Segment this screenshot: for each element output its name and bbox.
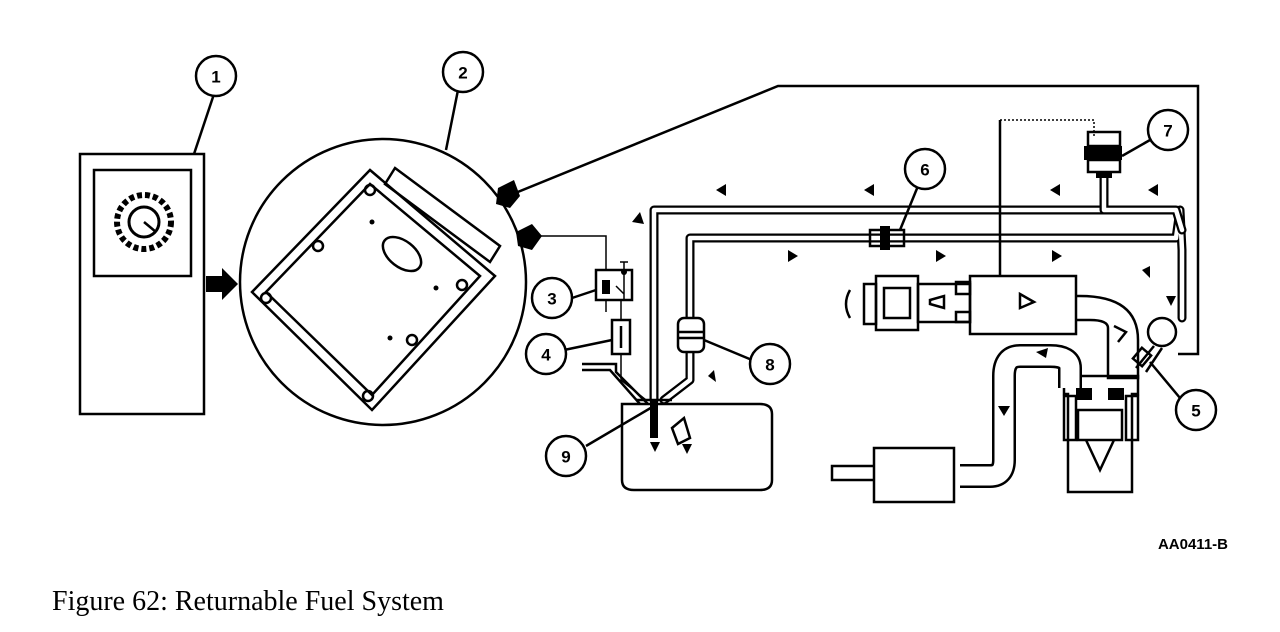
callout-6: 6 [898, 147, 947, 231]
svg-text:4: 4 [541, 346, 551, 365]
exhaust-pipe [960, 344, 1082, 488]
engine-cylinder [1062, 374, 1140, 494]
fuel-pump-relay [594, 261, 634, 312]
control-module-box [78, 152, 206, 416]
callout-5: 5 [1149, 361, 1218, 432]
fuel-injector [1131, 316, 1178, 373]
callout-1: 1 [192, 54, 238, 155]
svg-text:8: 8 [765, 356, 774, 375]
svg-text:2: 2 [458, 64, 467, 83]
svg-text:7: 7 [1163, 122, 1172, 141]
fuel-filter [676, 316, 706, 354]
arrow-sensor-input-1 [496, 180, 520, 208]
callout-8: 8 [703, 338, 792, 386]
regulator-return-line [1099, 171, 1187, 235]
svg-text:5: 5 [1191, 402, 1200, 421]
flow-arrows [632, 184, 1176, 416]
callout-9: 9 [544, 404, 655, 478]
callout-3: 3 [530, 276, 597, 320]
computer-module-detail [238, 137, 528, 427]
fuel-pressure-regulator [1084, 130, 1122, 178]
svg-text:9: 9 [561, 448, 570, 467]
callout-2: 2 [441, 50, 485, 151]
relay-wire [540, 235, 607, 270]
computer-leader-line [507, 84, 1200, 356]
air-intake-assembly [844, 274, 1140, 380]
pressure-test-fitting [868, 226, 906, 250]
muffler [830, 446, 956, 504]
callout-7: 7 [1121, 108, 1190, 158]
arrow-sensor-input-2 [516, 224, 542, 250]
svg-text:1: 1 [211, 68, 220, 87]
svg-text:3: 3 [547, 290, 556, 309]
fuel-tank [582, 362, 774, 492]
figure-code: AA0411-B [1158, 536, 1228, 553]
callout-4: 4 [524, 332, 613, 376]
svg-text:6: 6 [920, 161, 929, 180]
figure-caption: Figure 62: Returnable Fuel System [52, 586, 444, 617]
arrow-to-computer [206, 268, 238, 300]
